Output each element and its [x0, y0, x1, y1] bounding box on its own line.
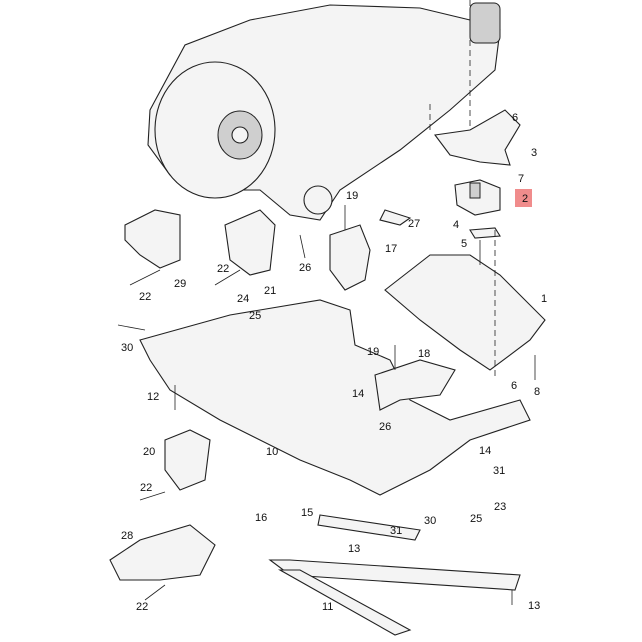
part-label-6[interactable]: 6: [511, 380, 517, 392]
part-label-12[interactable]: 12: [147, 391, 159, 403]
part-label-26[interactable]: 26: [379, 421, 391, 433]
part-label-20[interactable]: 20: [143, 446, 155, 458]
part-label-25[interactable]: 25: [249, 310, 261, 322]
part-label-11[interactable]: 11: [322, 601, 333, 613]
part-label-22[interactable]: 22: [140, 482, 152, 494]
part-label-14[interactable]: 14: [352, 388, 364, 400]
part-label-28[interactable]: 28: [121, 530, 133, 542]
part-label-17[interactable]: 17: [385, 243, 397, 255]
part-label-5[interactable]: 5: [461, 238, 467, 250]
part-label-10[interactable]: 10: [266, 446, 278, 458]
part-label-25[interactable]: 25: [470, 513, 482, 525]
transmission: [147, 2, 501, 221]
part-label-29[interactable]: 29: [174, 278, 186, 290]
part-label-8[interactable]: 8: [534, 386, 540, 398]
part-label-18[interactable]: 18: [418, 348, 430, 360]
part-label-13[interactable]: 13: [348, 543, 360, 555]
part-label-19[interactable]: 19: [367, 346, 379, 358]
part-label-24[interactable]: 24: [237, 293, 249, 305]
part-label-13[interactable]: 13: [528, 600, 540, 612]
part-label-19[interactable]: 19: [346, 190, 358, 202]
part-label-2[interactable]: 2: [522, 193, 528, 205]
part-label-14[interactable]: 14: [479, 445, 491, 457]
part-label-22[interactable]: 22: [139, 291, 151, 303]
part-label-22[interactable]: 22: [217, 263, 229, 275]
part-label-27[interactable]: 27: [408, 218, 420, 230]
subframe: [139, 299, 531, 496]
part-label-30[interactable]: 30: [121, 342, 133, 354]
part-label-16[interactable]: 16: [255, 512, 267, 524]
part-label-4[interactable]: 4: [453, 219, 459, 231]
part-label-15[interactable]: 15: [301, 507, 313, 519]
crossmember: [384, 254, 546, 371]
part-label-26[interactable]: 26: [299, 262, 311, 274]
highlight-box: [515, 189, 532, 207]
part-label-30[interactable]: 30: [424, 515, 436, 527]
part-label-31[interactable]: 31: [390, 525, 402, 537]
part-label-6[interactable]: 6: [512, 112, 518, 124]
part-label-23[interactable]: 23: [494, 501, 506, 513]
part-label-22[interactable]: 22: [136, 601, 148, 613]
mount-assembly: [429, 0, 521, 239]
part-label-3[interactable]: 3: [531, 147, 537, 159]
part-label-7[interactable]: 7: [518, 173, 524, 185]
part-label-21[interactable]: 21: [264, 285, 276, 297]
part-label-31[interactable]: 31: [493, 465, 505, 477]
part-label-1[interactable]: 1: [541, 293, 547, 305]
